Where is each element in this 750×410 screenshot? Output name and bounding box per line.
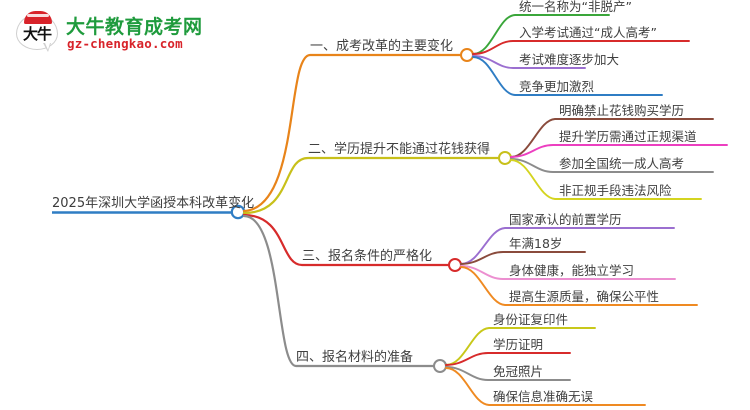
- branch-4-leaf-3-connector: [445, 366, 571, 381]
- red-cap-icon: [24, 11, 52, 24]
- branch-4-leaf-4-connector: [445, 367, 646, 406]
- branch-1-leaf-3-connector: [472, 55, 586, 69]
- leaf-label-2-3[interactable]: 参加全国统一成人高考: [559, 156, 685, 171]
- speech-bubble-tail-icon: [43, 42, 51, 52]
- leaf-label-4-4[interactable]: 确保信息准确无误: [493, 389, 594, 404]
- branch-2-leaf-4-connector: [510, 159, 702, 200]
- logo-mark-icon: 大牛: [16, 10, 62, 54]
- logo-site-name: 大牛教育成考网: [66, 16, 203, 38]
- logo-mark-characters: 大牛: [22, 24, 52, 43]
- branch-1-leaf-2-connector: [472, 40, 690, 55]
- branch-4-node-circle[interactable]: [433, 359, 447, 373]
- leaf-label-4-3[interactable]: 免冠照片: [493, 364, 544, 379]
- branch-4-leaf-2-connector: [445, 352, 571, 366]
- branch-2-leaf-2-connector: [510, 144, 728, 158]
- branch-label-4[interactable]: 四、报名材料的准备: [296, 350, 414, 365]
- leaf-label-2-1[interactable]: 明确禁止花钱购买学历: [559, 103, 685, 118]
- leaf-label-4-2[interactable]: 学历证明: [493, 337, 544, 352]
- leaf-label-1-4[interactable]: 竞争更加激烈: [519, 79, 595, 94]
- leaf-label-2-2[interactable]: 提升学历需通过正规渠道: [559, 129, 697, 144]
- logo-site-domain: gz-chengkao.com: [67, 36, 183, 51]
- branch-label-1[interactable]: 一、成考改革的主要变化: [310, 39, 454, 54]
- branch-2-node-circle[interactable]: [498, 151, 512, 165]
- leaf-label-1-3[interactable]: 考试难度逐步加大: [519, 52, 620, 67]
- branch-1-node-circle[interactable]: [460, 48, 474, 62]
- leaf-label-1-1[interactable]: 统一名称为“非脱产”: [519, 0, 632, 14]
- root-node-label[interactable]: 2025年深圳大学函授本科改革变化: [52, 196, 255, 211]
- cap-stripe: [27, 14, 49, 17]
- leaf-label-3-3[interactable]: 身体健康，能独立学习: [509, 263, 635, 278]
- leaf-label-4-1[interactable]: 身份证复印件: [493, 312, 569, 327]
- branch-1-connector: [242, 53, 463, 213]
- leaf-label-2-4[interactable]: 非正规手段违法风险: [559, 183, 672, 198]
- branch-3-leaf-4-connector: [460, 266, 698, 306]
- branch-2-connector: [242, 156, 501, 215]
- branch-label-2[interactable]: 二、学历提升不能通过花钱获得: [308, 142, 491, 157]
- branch-2-leaf-3-connector: [510, 158, 714, 173]
- branch-3-leaf-3-connector: [460, 265, 676, 280]
- branch-1-leaf-4-connector: [472, 56, 663, 96]
- branch-4-connector: [242, 214, 436, 368]
- branch-3-leaf-1-connector: [460, 227, 675, 265]
- leaf-label-3-4[interactable]: 提高生源质量，确保公平性: [509, 289, 660, 304]
- branch-3-node-circle[interactable]: [448, 258, 462, 272]
- site-logo[interactable]: 大牛 大牛教育成考网 gz-chengkao.com: [14, 8, 234, 60]
- branch-3-leaf-2-connector: [460, 251, 586, 265]
- branch-label-3[interactable]: 三、报名条件的严格化: [302, 249, 433, 264]
- leaf-label-1-2[interactable]: 入学考试通过“成人高考”: [519, 25, 657, 40]
- leaf-label-3-2[interactable]: 年满18岁: [509, 236, 563, 251]
- branch-3-connector: [242, 213, 451, 267]
- leaf-label-3-1[interactable]: 国家承认的前置学历: [509, 212, 622, 227]
